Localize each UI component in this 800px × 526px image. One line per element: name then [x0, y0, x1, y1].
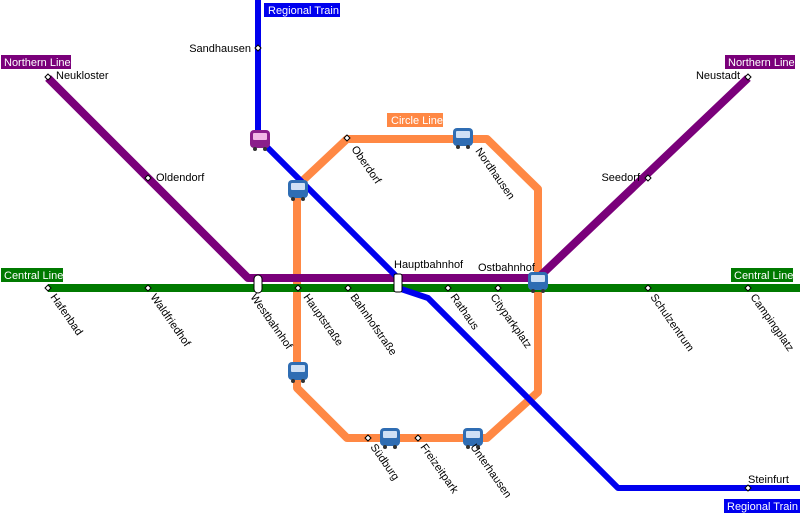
westbahnhof-interchange[interactable]	[253, 274, 263, 294]
label-nordhausen: Nordhausen	[473, 146, 517, 202]
label-hauptstrasse: Hauptstraße	[301, 292, 346, 348]
station-schulzentrum[interactable]	[644, 284, 652, 292]
label-seedorf: Seedorf	[601, 172, 640, 184]
line-tag-central-right-text: Central Line	[734, 270, 793, 282]
label-oberdorf: Oberdorf	[349, 144, 384, 187]
label-bahnhofstrasse: Bahnhofstraße	[348, 292, 399, 358]
station-waldfriedhof[interactable]	[144, 284, 152, 292]
label-hafenbad: Hafenbad	[48, 292, 85, 338]
line-tag-circle: Circle Line	[387, 113, 443, 127]
label-ostbahnhof: Ostbahnhof	[478, 262, 536, 274]
label-steinfurt: Steinfurt	[748, 474, 789, 486]
label-neustadt: Neustadt	[696, 70, 740, 82]
line-tag-circle-text: Circle Line	[391, 115, 443, 127]
line-tag-northern-left-text: Northern Line	[4, 57, 71, 69]
station-oberdorf[interactable]	[343, 134, 351, 142]
label-freizeitpark: Freizeitpark	[418, 442, 461, 496]
label-unterhausen: Unterhausen	[468, 442, 514, 500]
label-westbahnhof: Westbahnhof	[248, 292, 295, 353]
station-neukloster[interactable]	[44, 73, 52, 81]
station-campingplatz[interactable]	[744, 284, 752, 292]
label-neukloster: Neukloster	[56, 70, 109, 82]
station-rathaus[interactable]	[444, 284, 452, 292]
station-cityparkplatz[interactable]	[494, 284, 502, 292]
line-tag-northern-left: Northern Line	[1, 55, 71, 69]
station-suedburg[interactable]	[364, 434, 372, 442]
line-tag-regional-top: Regional Train	[264, 3, 340, 17]
station-steinfurt[interactable]	[744, 484, 752, 492]
line-tag-northern-right-text: Northern Line	[728, 57, 795, 69]
hauptbahnhof-interchange[interactable]	[393, 273, 403, 293]
station-hauptstrasse[interactable]	[294, 284, 302, 292]
label-campingplatz: Campingplatz	[748, 292, 796, 354]
line-tag-regional-bottom-text: Regional Train	[727, 501, 798, 513]
line-tag-central-right: Central Line	[731, 268, 793, 282]
label-oldendorf: Oldendorf	[156, 172, 205, 184]
station-freizeitpark[interactable]	[414, 434, 422, 442]
label-hauptbahnhof: Hauptbahnhof	[394, 259, 464, 271]
vehicle-bus-icon-suedburg[interactable]	[380, 428, 400, 449]
label-schulzentrum: Schulzentrum	[648, 292, 696, 354]
line-tag-regional-top-text: Regional Train	[268, 5, 339, 17]
label-waldfriedhof: Waldfriedhof	[148, 292, 194, 350]
vehicle-bus-icon-purple[interactable]	[250, 130, 270, 151]
line-tag-central-left-text: Central Line	[4, 270, 63, 282]
vehicle-bus-icon-ostbahnhof[interactable]	[528, 272, 548, 293]
label-sandhausen: Sandhausen	[189, 43, 251, 55]
vehicle-bus-icon-nordhausen[interactable]	[453, 128, 473, 149]
line-tag-central-left: Central Line	[1, 268, 63, 282]
vehicle-bus-icon-west-circle[interactable]	[288, 362, 308, 383]
vehicle-bus-icon-oberdorf[interactable]	[288, 180, 308, 201]
line-tag-northern-right: Northern Line	[725, 55, 795, 69]
label-cityparkplatz: Cityparkplatz	[488, 292, 534, 351]
vehicle-bus-icon-unterhausen[interactable]	[463, 428, 483, 449]
station-neustadt[interactable]	[744, 73, 752, 81]
line-tag-regional-bottom: Regional Train	[724, 499, 800, 513]
circle-line-track	[293, 135, 542, 442]
station-sandhausen[interactable]	[254, 44, 262, 52]
vehicles	[250, 128, 548, 449]
station-oldendorf[interactable]	[144, 174, 152, 182]
northern-line-track	[45, 75, 751, 282]
station-markers	[44, 44, 752, 492]
station-hafenbad[interactable]	[44, 284, 52, 292]
station-bahnhofstrasse[interactable]	[344, 284, 352, 292]
station-seedorf[interactable]	[644, 174, 652, 182]
